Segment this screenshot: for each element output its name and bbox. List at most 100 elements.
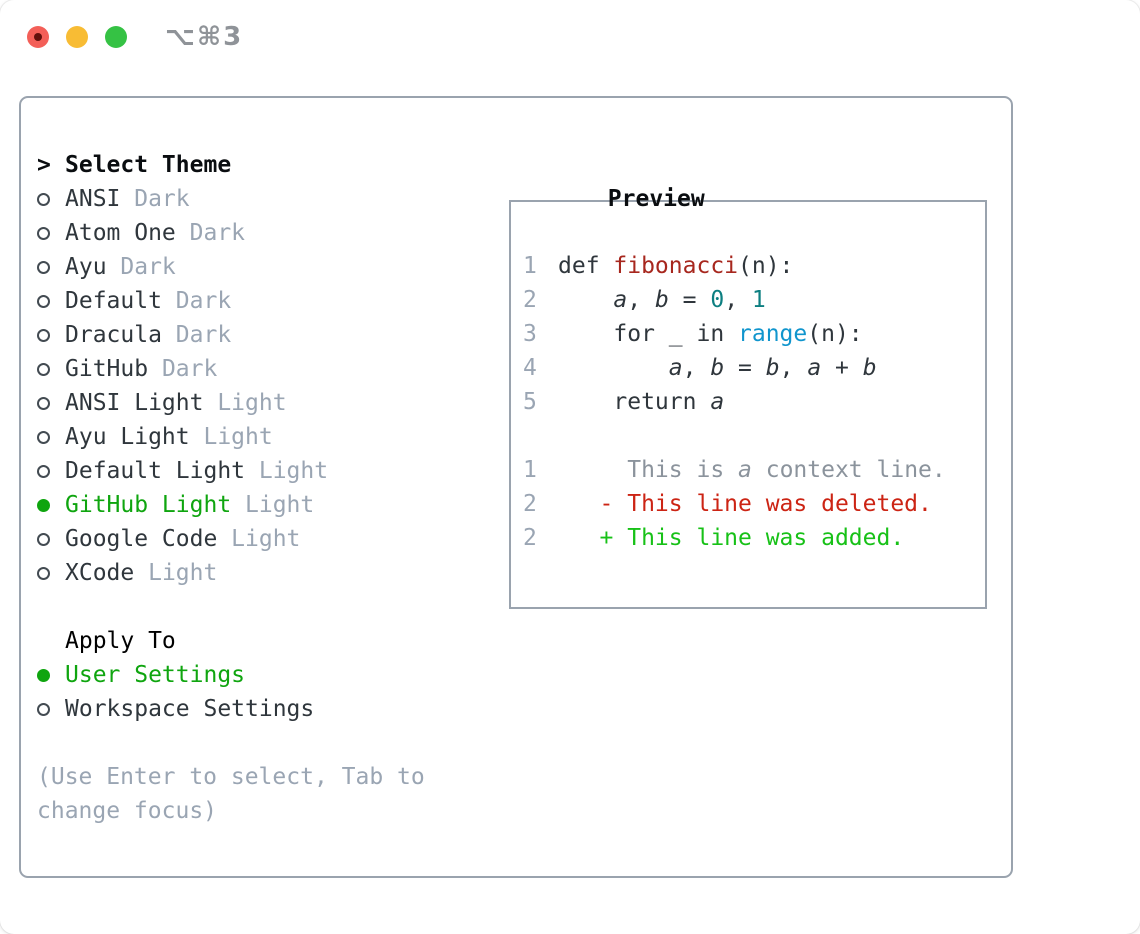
line-number: 1 [523,253,537,279]
code-line: 1 This is a context line. [523,453,985,487]
code-line: 3 for _ in range(n): [523,317,985,351]
hint-line-1: (Use Enter to select, Tab to [37,764,425,790]
theme-name: ANSI [65,186,121,212]
theme-variant-tag: Light [203,424,273,450]
theme-option-xcode[interactable]: XCode Light [37,556,487,590]
theme-name: XCode [65,560,135,586]
code-text: return a [558,389,725,415]
theme-variant-tag: Dark [175,322,232,348]
theme-variant-tag: Light [231,526,301,552]
code-line: 4 a, b = b, a + b [523,351,985,385]
select-theme-title: Select Theme [65,152,232,178]
line-number: 2 [523,491,537,517]
radio-icon [37,567,50,580]
theme-option-atom-one[interactable]: Atom One Dark [37,216,487,250]
theme-variant-tag: Light [217,390,287,416]
code-text: + This line was added. [558,525,905,551]
line-number: 4 [523,355,537,381]
radio-icon [37,193,50,206]
preview-header: Preview [497,148,1002,212]
theme-variant-tag: Dark [189,220,246,246]
code-line: 2 - This line was deleted. [523,487,985,521]
theme-option-default[interactable]: Default Dark [37,284,487,318]
prompt-caret-icon: > [37,152,51,178]
hint-text: (Use Enter to select, Tab to change focu… [37,760,487,828]
code-line [523,419,985,453]
code-line: 2 a, b = 0, 1 [523,283,985,317]
apply-option-workspace-settings[interactable]: Workspace Settings [37,692,487,726]
code-line: 1 def fibonacci(n): [523,249,985,283]
radio-icon [37,703,50,716]
theme-name: GitHub [65,356,149,382]
theme-name: Atom One [65,220,176,246]
code-text: a, b = b, a + b [668,355,877,381]
code-line: 2 + This line was added. [523,521,985,555]
spacer [37,726,487,760]
window-title: ⌥⌘3 [165,22,244,52]
apply-option-label: Workspace Settings [65,696,315,722]
theme-name: Dracula [65,322,162,348]
code-text: This is a context line. [558,457,946,483]
apply-to-title: Apply To [65,628,176,654]
select-theme-header: > Select Theme [37,148,487,182]
line-number: 3 [523,321,537,347]
theme-name: GitHub Light [65,492,232,518]
theme-name: Ayu [65,254,107,280]
theme-variant-tag: Dark [175,288,232,314]
apply-option-user-settings[interactable]: User Settings [37,658,487,692]
radio-icon [37,533,50,546]
hint-line-2: change focus) [37,798,218,824]
theme-option-default-light[interactable]: Default Light Light [37,454,487,488]
apply-to-header: Apply To [37,624,487,658]
theme-name: Default Light [65,458,246,484]
close-button[interactable] [27,26,49,48]
radio-icon [37,431,50,444]
minimize-button[interactable] [66,26,88,48]
code-text: for _ in range(n): [558,321,863,347]
apply-option-label: User Settings [65,662,246,688]
selected-radio-icon [37,499,50,512]
theme-variant-tag: Dark [134,186,190,212]
code-text: a, b = 0, 1 [613,287,766,313]
theme-option-dracula[interactable]: Dracula Dark [37,318,487,352]
window-titlebar: ⌥⌘3 [0,0,1140,72]
line-number: 1 [523,457,537,483]
theme-variant-tag: Dark [161,356,218,382]
line-number: 2 [523,525,537,551]
radio-icon [37,465,50,478]
radio-icon [37,227,50,240]
radio-icon [37,295,50,308]
theme-variant-tag: Dark [120,254,176,280]
theme-option-github-light[interactable]: GitHub Light Light [37,488,487,522]
preview-title: Preview [607,186,705,212]
code-text: - This line was deleted. [558,491,932,517]
theme-name: Google Code [65,526,218,552]
line-number [523,419,537,453]
theme-variant-tag: Light [148,560,218,586]
theme-option-ansi[interactable]: ANSI Dark [37,182,487,216]
theme-option-google-code[interactable]: Google Code Light [37,522,487,556]
radio-icon [37,397,50,410]
radio-icon [37,329,50,342]
line-number: 5 [523,389,537,415]
theme-name: Default [65,288,162,314]
code-text: def fibonacci(n): [558,253,794,279]
theme-option-github[interactable]: GitHub Dark [37,352,487,386]
maximize-button[interactable] [105,26,127,48]
radio-icon [37,363,50,376]
theme-variant-tag: Light [258,458,329,484]
theme-variant-tag: Light [245,492,315,518]
theme-option-ayu[interactable]: Ayu Dark [37,250,487,284]
line-number: 2 [523,287,537,313]
selected-radio-icon [37,669,50,682]
close-dot-icon [34,33,42,41]
